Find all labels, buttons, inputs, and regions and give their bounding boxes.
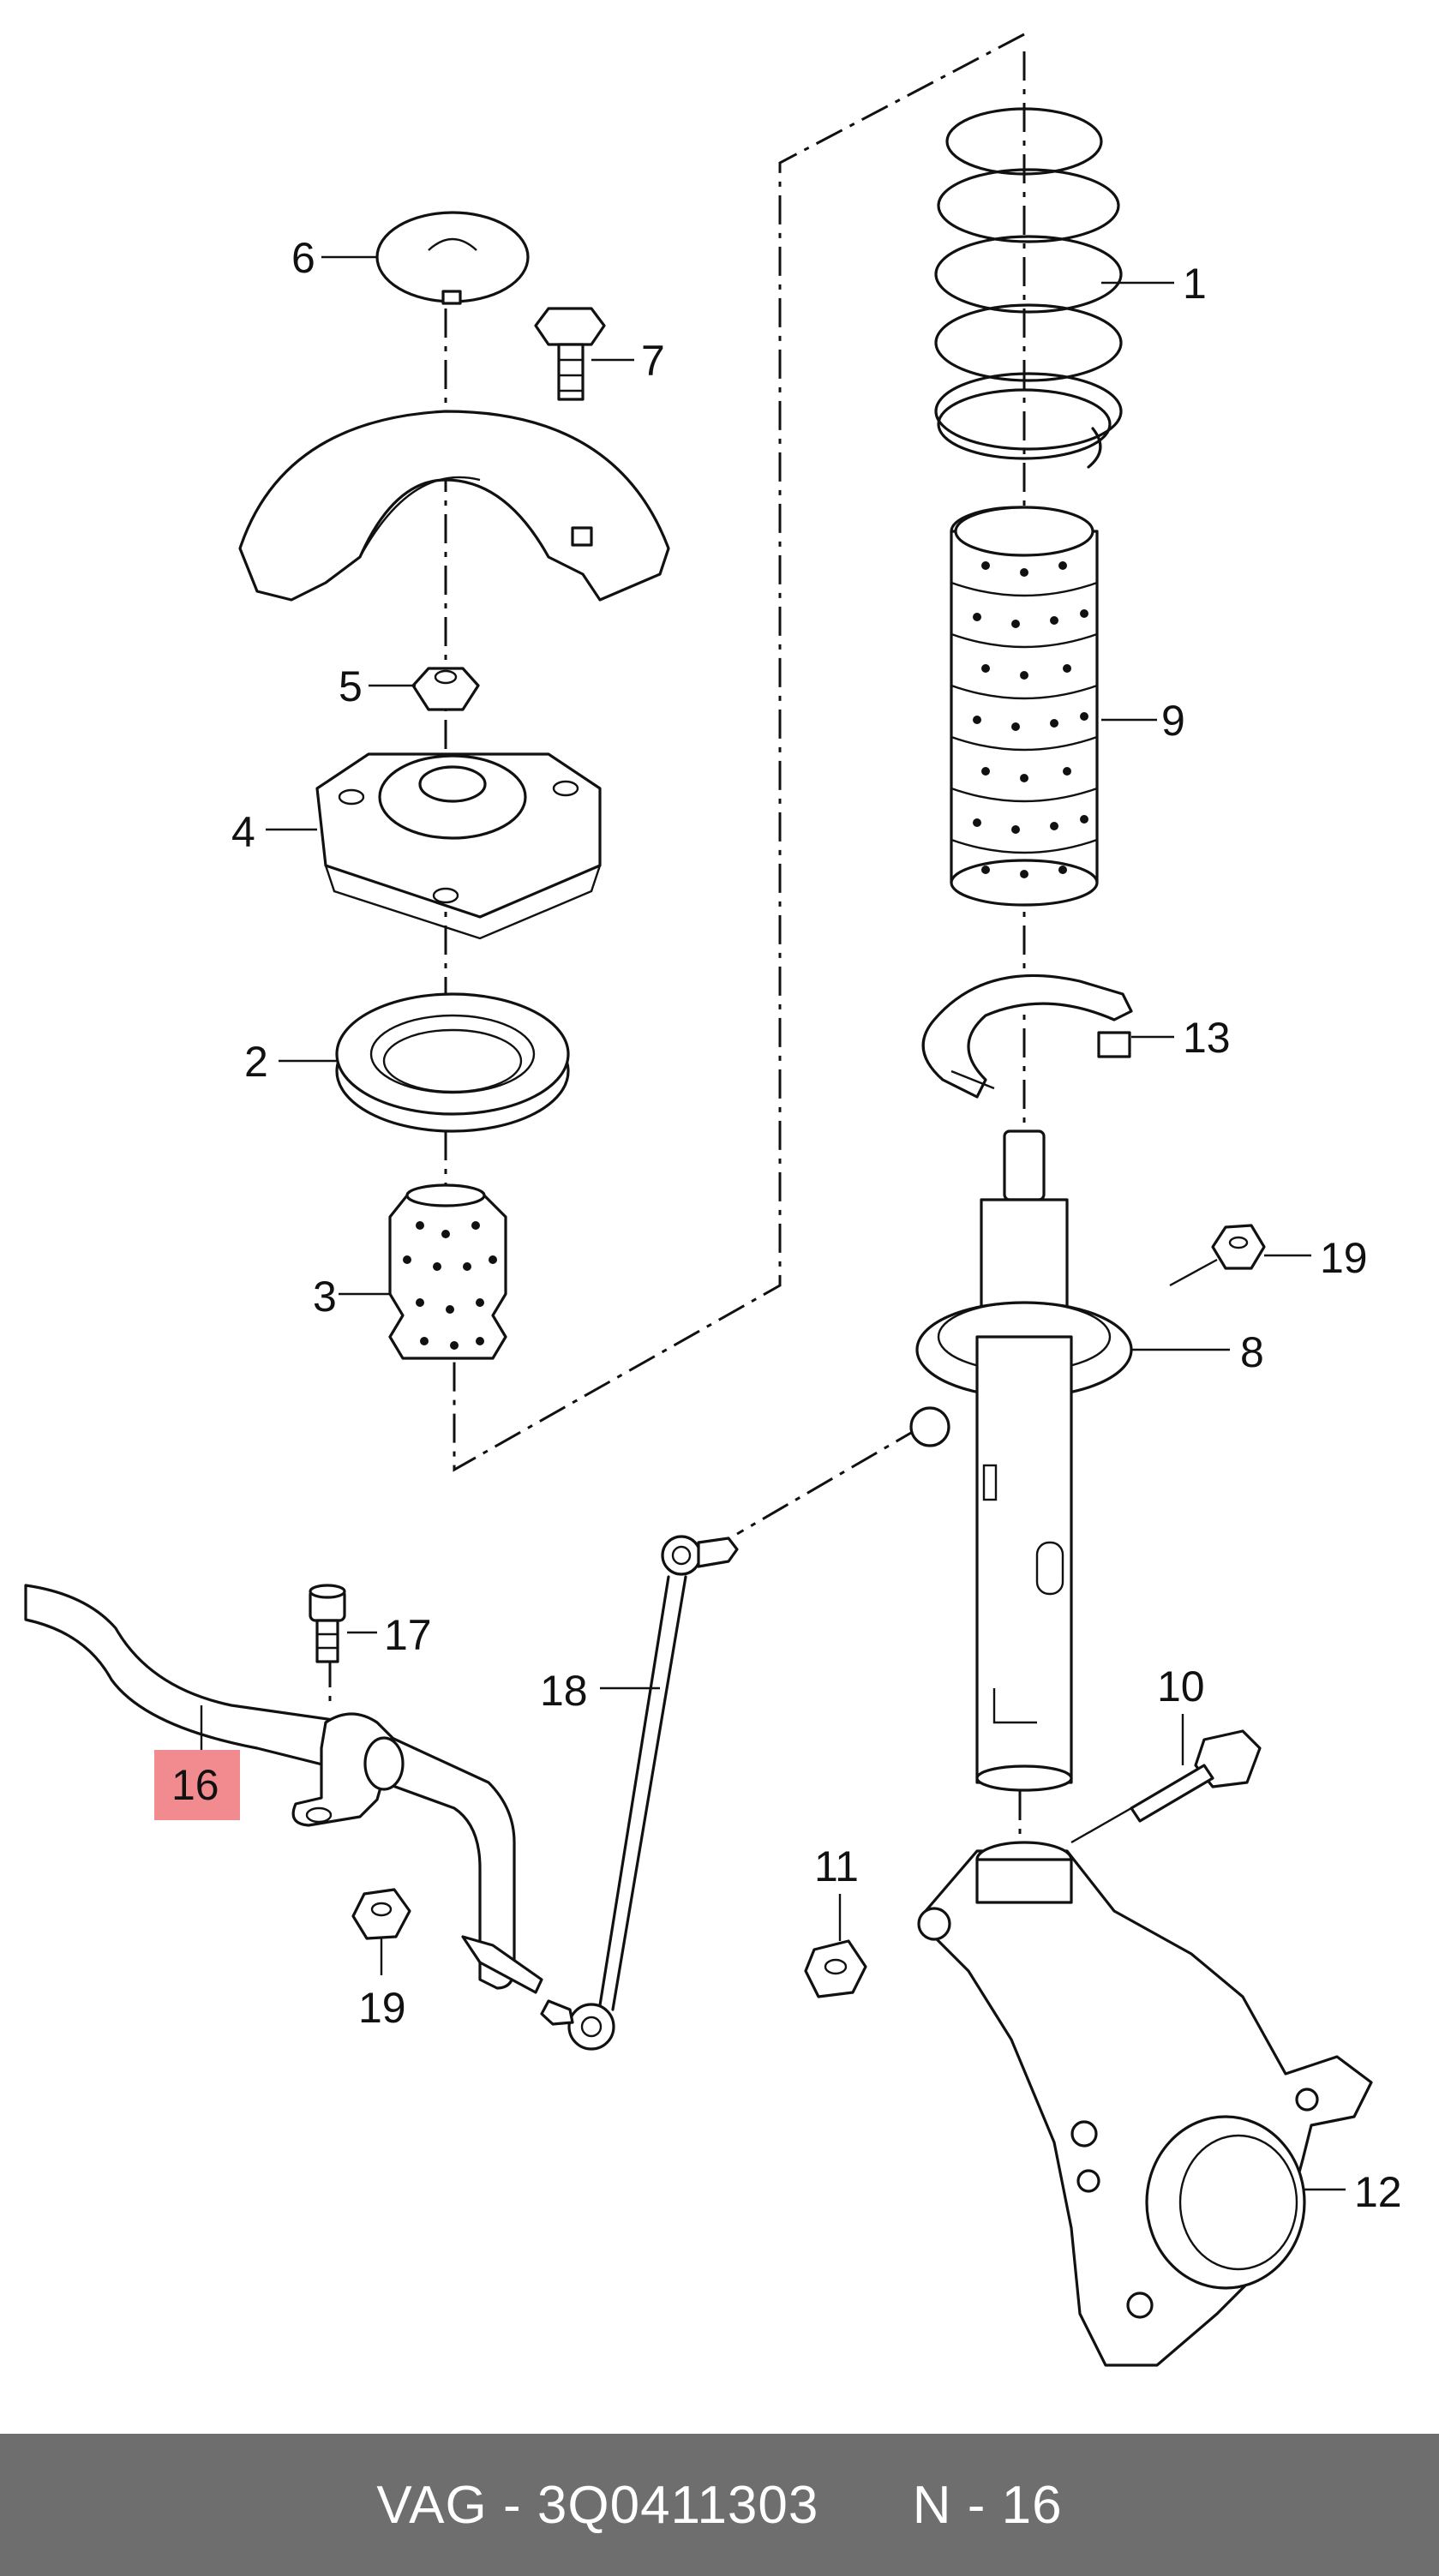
- part-5-nut: [411, 667, 480, 711]
- callout-16: 16: [171, 1761, 219, 1809]
- part-number-footer: VAG - 3Q0411303 N - 16: [0, 2434, 1439, 2576]
- callout-highlight: [154, 1750, 240, 1820]
- callout-17: 17: [384, 1611, 432, 1659]
- assembly-frame: [453, 33, 1025, 1472]
- part-18-coupling-rod: [461, 1535, 739, 2051]
- part-19-nut-upper: [1211, 1224, 1266, 1270]
- callout-6: 6: [291, 234, 315, 282]
- callout-labels: 6 7 1 5 4 9 2 13 3 19 8 17 18 10 16 11 1…: [171, 234, 1402, 2216]
- part-13-spring-seat: [921, 973, 1133, 1099]
- callout-8: 8: [1240, 1328, 1264, 1376]
- callout-13: 13: [1183, 1014, 1231, 1062]
- part-4-strut-mount: [315, 752, 602, 940]
- protective-cover: [238, 410, 670, 602]
- axis-lines: [328, 51, 1026, 1851]
- part-8-strut: [909, 1129, 1133, 1792]
- part-1-coil-spring: [934, 107, 1123, 469]
- bump-stop-holes: [403, 1221, 497, 1350]
- callout-4: 4: [231, 808, 255, 856]
- callout-11: 11: [814, 1842, 859, 1890]
- dust-boot-holes: [973, 561, 1088, 878]
- part-6-cap: [375, 211, 530, 305]
- part-9-dust-boot: [950, 506, 1099, 907]
- callout-12: 12: [1354, 2168, 1402, 2216]
- callout-10: 10: [1157, 1662, 1205, 1710]
- footer-part-number: 3Q0411303: [537, 2475, 819, 2535]
- callout-5: 5: [339, 662, 363, 710]
- callout-18: 18: [540, 1667, 588, 1715]
- callout-19-upper: 19: [1320, 1234, 1368, 1282]
- part-2-bearing: [335, 992, 570, 1133]
- part-19-nut-lower: [351, 1888, 411, 1940]
- callout-7: 7: [641, 337, 665, 385]
- callout-9: 9: [1161, 697, 1185, 745]
- part-11-nut: [804, 1939, 867, 1998]
- footer-separator: -: [503, 2475, 522, 2535]
- part-17-bolt: [309, 1584, 346, 1663]
- part-3-bump-stop: [388, 1183, 507, 1360]
- footer-brand: VAG: [376, 2475, 488, 2535]
- part-16-anti-roll-bar: [24, 1584, 516, 1990]
- part-7-bolt: [534, 307, 606, 401]
- callout-2: 2: [244, 1038, 268, 1086]
- part-10-bolt: [1130, 1729, 1262, 1823]
- callout-3: 3: [313, 1273, 337, 1321]
- parts-diagram: 6 7 1 5 4 9 2 13 3 19 8 17 18 10 16 11 1…: [24, 33, 1402, 2367]
- callout-19-lower: 19: [358, 1984, 406, 2032]
- part-12-knuckle: [917, 1841, 1373, 2367]
- footer-position-label: N - 16: [912, 2475, 1063, 2535]
- leader-lines: [200, 255, 1346, 2191]
- callout-1: 1: [1183, 260, 1207, 308]
